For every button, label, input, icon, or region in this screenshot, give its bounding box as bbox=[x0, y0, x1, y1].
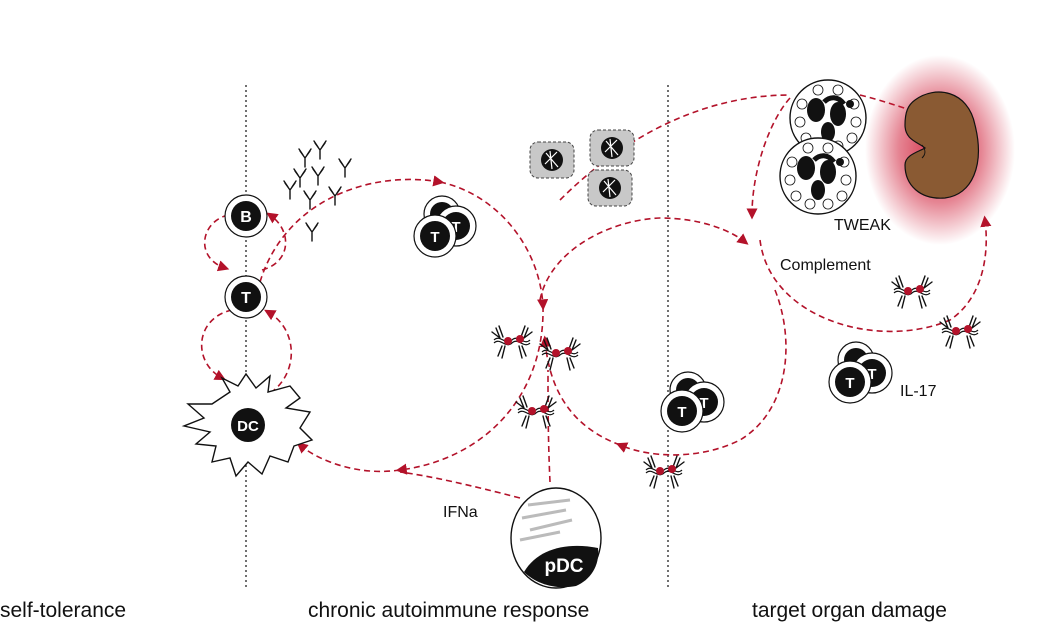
svg-text:T: T bbox=[867, 366, 876, 383]
dendritic-cell: DC bbox=[181, 372, 314, 478]
ifna-label: IFNa bbox=[443, 504, 478, 521]
immune-complex-icon bbox=[491, 325, 533, 359]
immune-complex-icon bbox=[643, 455, 685, 489]
phase-target-organ-damage: target organ damage bbox=[752, 599, 947, 622]
svg-text:T: T bbox=[430, 229, 439, 246]
t-cell: T bbox=[224, 275, 268, 319]
neutrophil-icon bbox=[780, 138, 856, 214]
b-cell-label: B bbox=[240, 209, 252, 226]
t-cell-group: T T bbox=[413, 195, 477, 258]
t-cell-group: T T bbox=[660, 371, 725, 433]
tweak-label: TWEAK bbox=[834, 217, 891, 234]
svg-text:T: T bbox=[677, 404, 686, 421]
t-cell-group: T T bbox=[828, 341, 893, 404]
dc-label: DC bbox=[237, 418, 259, 435]
apoptotic-cell-icon bbox=[589, 129, 635, 167]
svg-text:T: T bbox=[699, 395, 708, 412]
apoptotic-cell-icon bbox=[529, 141, 575, 179]
pdc-label: pDC bbox=[544, 556, 583, 577]
il17-label: IL-17 bbox=[900, 383, 937, 400]
svg-text:T: T bbox=[845, 375, 854, 392]
complement-label: Complement bbox=[780, 257, 871, 274]
autoimmune-cycle bbox=[259, 175, 549, 475]
t-cell-label: T bbox=[241, 290, 251, 307]
plasmacytoid-dendritic-cell: pDC bbox=[510, 487, 602, 589]
immune-complex-icon bbox=[515, 395, 557, 429]
immune-complex-icon bbox=[891, 275, 933, 309]
antibody-cluster bbox=[283, 140, 352, 242]
phase-self-tolerance: self-tolerance bbox=[0, 599, 126, 622]
svg-text:T: T bbox=[451, 219, 460, 236]
ifna-arrow bbox=[399, 471, 521, 499]
organ-damage-cycle bbox=[539, 94, 992, 456]
kidney-icon bbox=[904, 91, 979, 199]
phase-chronic-autoimmune-response: chronic autoimmune response bbox=[308, 599, 589, 622]
apoptotic-cell-icon bbox=[587, 169, 633, 207]
b-cell: B bbox=[224, 194, 268, 238]
